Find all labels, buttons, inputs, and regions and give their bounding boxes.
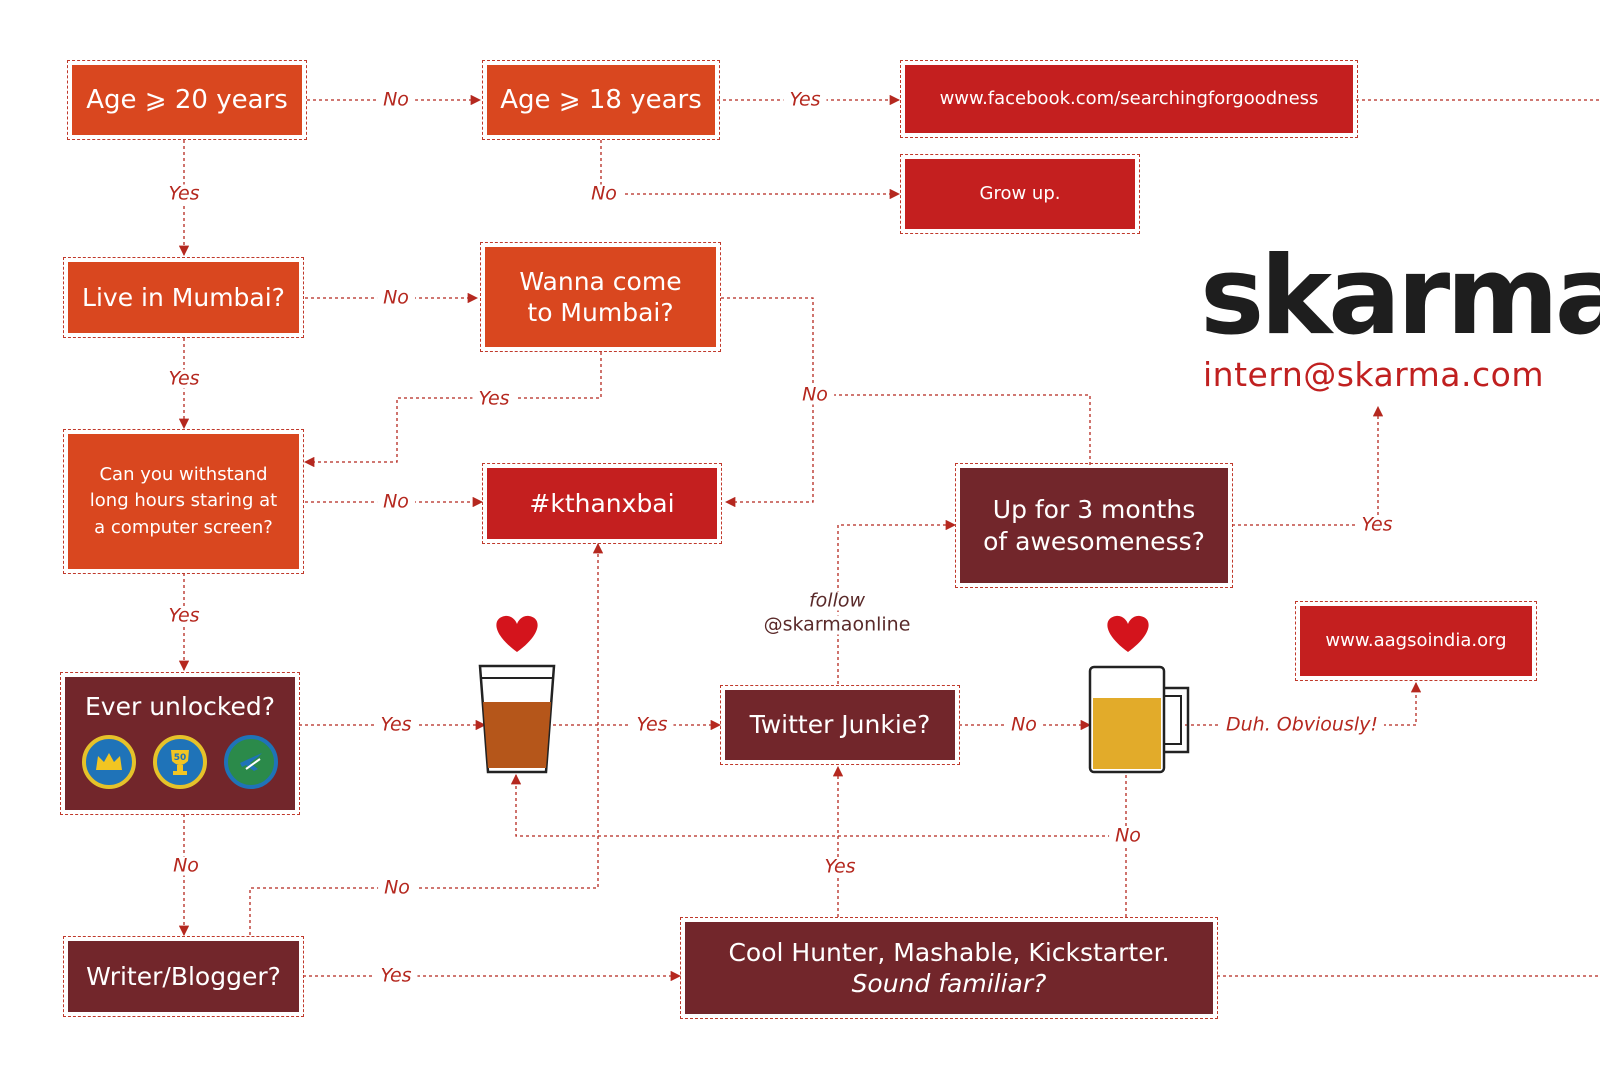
skarma-logo: skarma <box>1200 234 1600 359</box>
label-no-age18: No <box>585 184 623 204</box>
cool-line-1: Cool Hunter, Mashable, Kickstarter. <box>728 937 1170 967</box>
beer-mug-icon <box>1088 615 1190 774</box>
label-yes-wanna: Yes <box>472 389 516 409</box>
label-yes-age18: Yes <box>783 90 827 110</box>
node-live-in-mumbai: Live in Mumbai? <box>63 257 304 338</box>
label-duh-obviously: Duh. Obviously! <box>1219 715 1385 735</box>
trophy-icon: 50 <box>171 750 189 775</box>
node-twitter-junkie: Twitter Junkie? <box>720 685 960 765</box>
node-cool-hunter: Cool Hunter, Mashable, Kickstarter. Soun… <box>680 917 1218 1019</box>
label-yes-mumbai: Yes <box>162 369 206 389</box>
label-no-writer: No <box>378 878 416 898</box>
label-no-age20: No <box>377 90 415 110</box>
cool-line-2: Sound familiar? <box>851 969 1047 998</box>
node-age-20: Age ⩾ 20 years <box>67 60 307 140</box>
node-aagso-link[interactable]: www.aagsoindia.org <box>1295 601 1537 681</box>
label-no-mumbai: No <box>377 288 415 308</box>
label-no-withstand: No <box>377 492 415 512</box>
node-writer-blogger: Writer/Blogger? <box>63 936 304 1017</box>
withstand-line-3: a computer screen? <box>94 516 273 538</box>
trophy-50-badge-icon: 50 <box>153 735 207 789</box>
label-no-wanna: No <box>796 385 834 405</box>
node-withstand-screen: Can you withstand long hours staring at … <box>63 429 304 574</box>
crown-icon <box>96 753 122 770</box>
unlocked-label: Ever unlocked? <box>85 692 275 721</box>
node-age-18: Age ⩾ 18 years <box>482 60 720 140</box>
chai-glass-icon <box>478 615 556 774</box>
node-wanna-come-to-mumbai: Wanna come to Mumbai? <box>480 242 721 352</box>
heart-icon <box>1107 615 1149 652</box>
node-kthanxbai: #kthanxbai <box>482 463 722 544</box>
heart-icon <box>496 615 538 652</box>
crown-badge-icon <box>82 735 136 789</box>
wanna-line-2: to Mumbai? <box>527 298 674 327</box>
label-no-unlocked: No <box>167 856 205 876</box>
label-follow-handle: @skarmaonline <box>757 615 917 635</box>
plane-icon <box>240 753 262 771</box>
label-no-beer: No <box>1109 826 1147 846</box>
label-yes-writer: Yes <box>374 966 418 986</box>
label-yes-withstand: Yes <box>162 606 206 626</box>
node-facebook-link[interactable]: www.facebook.com/searchingforgoodness <box>900 60 1358 138</box>
label-follow: follow <box>802 591 872 611</box>
node-up-for-3-months: Up for 3 months of awesomeness? <box>955 463 1233 588</box>
label-yes-age20: Yes <box>162 184 206 204</box>
label-yes-tea: Yes <box>630 715 674 735</box>
contact-email[interactable]: intern@skarma.com <box>1203 355 1544 394</box>
node-grow-up: Grow up. <box>900 154 1140 234</box>
label-no-twitter: No <box>1005 715 1043 735</box>
label-yes-upfor: Yes <box>1355 515 1399 535</box>
upfor-line-2: of awesomeness? <box>983 526 1205 556</box>
withstand-line-2: long hours staring at <box>89 490 278 512</box>
upfor-line-1: Up for 3 months <box>992 495 1196 525</box>
label-yes-cool: Yes <box>818 857 862 877</box>
label-yes-unlocked: Yes <box>374 715 418 735</box>
plane-badge-icon <box>224 735 278 789</box>
wanna-line-1: Wanna come <box>519 266 682 296</box>
withstand-line-1: Can you withstand <box>99 464 268 486</box>
trophy-50-text: 50 <box>174 753 187 763</box>
